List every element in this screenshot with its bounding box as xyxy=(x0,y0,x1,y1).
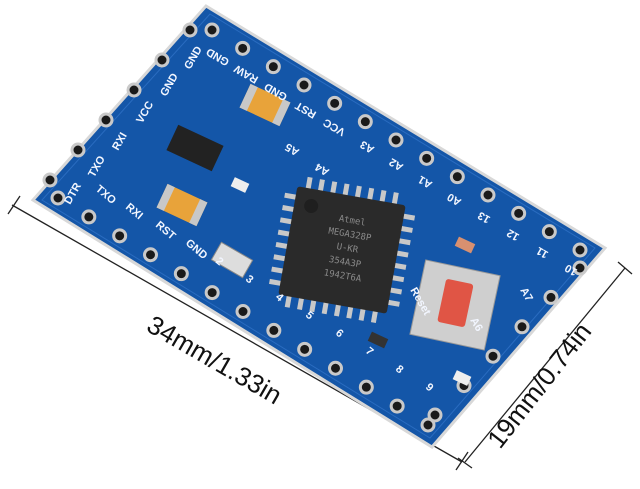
pin-hole xyxy=(235,304,251,319)
pin-hole xyxy=(297,341,313,357)
chip-pin xyxy=(396,237,411,246)
chip-pin xyxy=(389,274,405,283)
pin-hole xyxy=(572,260,588,276)
chip-pin xyxy=(297,295,305,310)
pin-hole xyxy=(419,150,435,166)
width-dimension-line xyxy=(457,261,633,469)
pin-hole xyxy=(388,132,404,148)
chip-pin xyxy=(273,254,289,262)
pin-hole xyxy=(572,242,588,258)
chip-pin xyxy=(282,205,297,213)
chip-pin xyxy=(342,183,350,199)
pin-hole xyxy=(173,266,189,282)
chip-pin xyxy=(317,179,325,194)
pin-hole xyxy=(420,417,436,433)
pin-hole xyxy=(485,348,501,364)
pin-hole xyxy=(389,398,405,414)
pin-hole xyxy=(81,209,97,225)
pin-hole xyxy=(480,187,496,203)
pin-hole xyxy=(204,22,220,38)
chip-pin xyxy=(379,189,387,205)
pin-hole xyxy=(328,360,343,376)
pin-hole xyxy=(235,40,251,56)
chip-pin xyxy=(269,278,284,287)
pin-hole xyxy=(543,289,559,305)
pin-hole xyxy=(296,77,312,93)
chip-pin xyxy=(309,297,317,313)
pin-hole xyxy=(154,52,170,68)
pin-hole xyxy=(42,172,58,188)
chip-pin xyxy=(277,229,293,238)
chip-pin xyxy=(321,299,330,315)
pin-hole xyxy=(327,95,343,111)
pin-hole xyxy=(98,112,114,128)
pin-hole xyxy=(50,190,66,206)
pin-hole xyxy=(70,142,86,158)
pin-label: 10 xyxy=(563,261,580,278)
chip-pin xyxy=(305,176,313,192)
chip-pin xyxy=(398,225,413,233)
pin-hole xyxy=(182,22,198,38)
voltage-regulator xyxy=(166,124,224,172)
pin-headers xyxy=(42,22,588,433)
pin-hole xyxy=(143,247,158,263)
chip-pin xyxy=(284,293,293,308)
pin-hole xyxy=(357,114,373,130)
pin-label: 12 xyxy=(505,226,522,243)
chip-pin xyxy=(275,241,291,250)
chip-pin xyxy=(385,299,400,307)
resistor xyxy=(367,331,389,349)
chip-label-line: Atmel xyxy=(338,214,366,229)
crystal-resonator xyxy=(210,241,254,279)
chip-label-line: U-KR xyxy=(336,242,360,256)
chip-pin xyxy=(366,187,375,203)
pin-hole xyxy=(204,285,220,301)
pin-hole xyxy=(112,228,128,244)
pin-hole xyxy=(266,322,282,338)
pin-label: 13 xyxy=(476,209,493,226)
pin-hole xyxy=(511,205,527,221)
led xyxy=(230,177,250,193)
pin-hole xyxy=(449,169,465,185)
chip-pin xyxy=(346,303,354,319)
microcontroller-chip: Atmel MEGA328P U-KR 354A3P 1942T6A xyxy=(269,176,416,323)
chip-pin xyxy=(279,217,295,225)
chip-pin xyxy=(391,262,407,270)
chip-pin xyxy=(400,213,416,221)
pin-hole xyxy=(126,82,142,98)
chip-pin xyxy=(284,192,299,201)
chip-pin xyxy=(329,181,338,196)
chip-pin xyxy=(358,306,366,321)
pin-hole xyxy=(358,379,374,395)
pin-hole xyxy=(427,407,443,423)
tantalum-capacitor xyxy=(239,83,291,127)
chip-pin xyxy=(354,185,362,201)
pin-hole xyxy=(265,59,281,75)
reset-button[interactable] xyxy=(409,259,501,351)
chip-pin xyxy=(271,266,286,274)
resistor xyxy=(454,236,476,254)
tantalum-capacitor xyxy=(156,183,208,227)
chip-pin xyxy=(370,308,379,323)
chip-pin xyxy=(393,250,409,258)
pin-hole xyxy=(514,319,530,335)
pin-hole xyxy=(541,224,557,240)
chip-pin xyxy=(387,287,403,295)
chip-pin xyxy=(391,192,399,207)
chip-pin xyxy=(333,301,342,317)
led xyxy=(452,370,472,386)
pin-label: 11 xyxy=(534,244,550,260)
